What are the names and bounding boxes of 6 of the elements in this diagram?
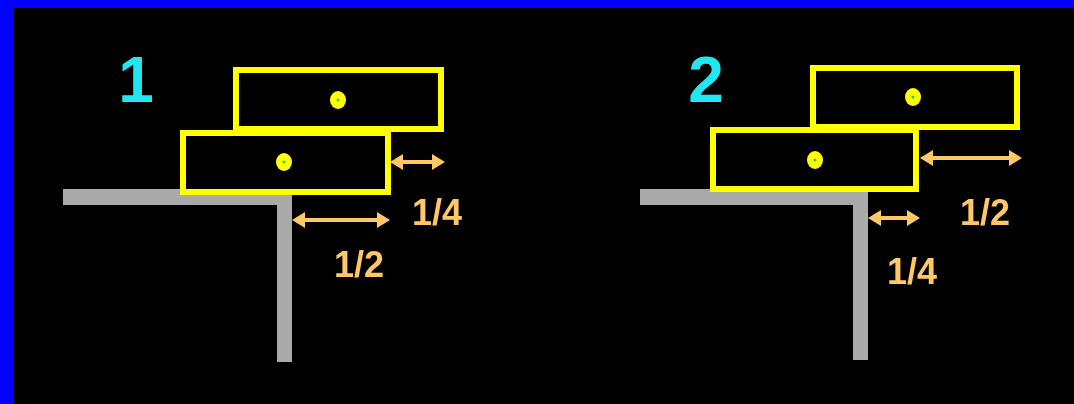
panel-number: 2 [688, 48, 724, 112]
dimension-label: 1/2 [334, 247, 384, 283]
dimension-label: 1/4 [412, 195, 462, 231]
panel-number: 1 [118, 48, 154, 112]
dimension-label: 1/4 [887, 254, 937, 290]
dimension-label: 1/2 [960, 195, 1010, 231]
